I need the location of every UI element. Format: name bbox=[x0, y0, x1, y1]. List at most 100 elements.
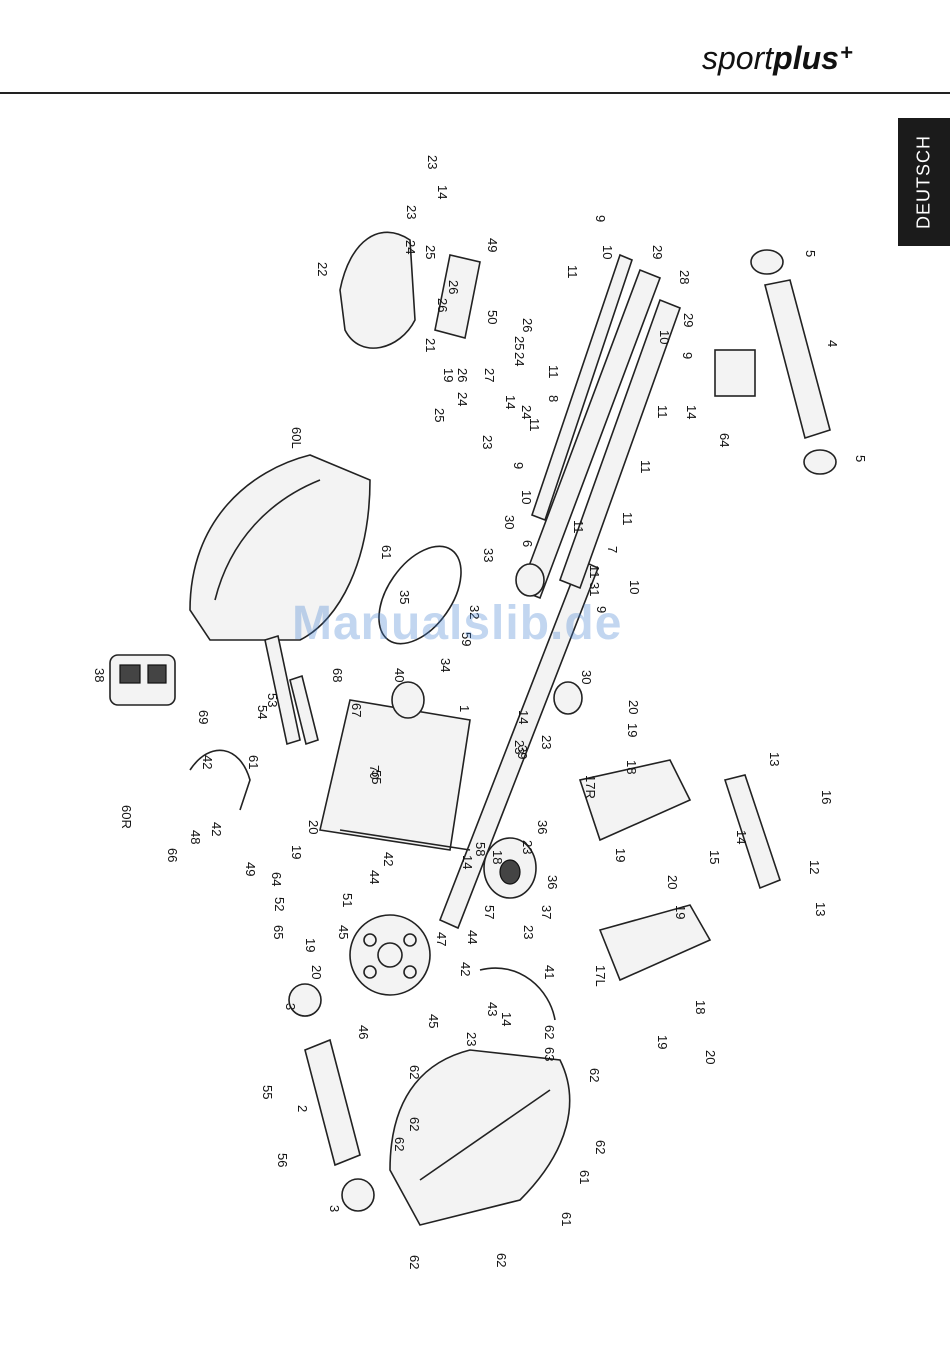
callout-8: 8 bbox=[546, 395, 561, 402]
callout-18: 18 bbox=[693, 1000, 708, 1014]
end-cap-upper bbox=[288, 983, 322, 1017]
callout-62: 62 bbox=[407, 1065, 422, 1079]
callout-19: 19 bbox=[289, 845, 304, 859]
callout-14: 14 bbox=[435, 185, 450, 199]
roller-lower bbox=[553, 681, 583, 715]
callout-59: 59 bbox=[459, 632, 474, 646]
callout-27: 27 bbox=[482, 368, 497, 382]
callout-11: 11 bbox=[587, 565, 602, 579]
callout-36: 36 bbox=[545, 875, 560, 889]
callout-10: 10 bbox=[627, 580, 642, 594]
callout-25: 25 bbox=[512, 336, 527, 350]
callout-62: 62 bbox=[407, 1255, 422, 1269]
callout-42: 42 bbox=[209, 822, 224, 836]
callout-44: 44 bbox=[367, 870, 382, 884]
sportplus-logo: sportplus+ bbox=[702, 40, 853, 77]
header-rule bbox=[0, 92, 950, 94]
callout-19: 19 bbox=[613, 848, 628, 862]
callout-labels: 1233455678999910101010111111111111111112… bbox=[92, 155, 868, 1269]
callout-66: 66 bbox=[165, 848, 180, 862]
callout-50: 50 bbox=[485, 310, 500, 324]
callout-10: 10 bbox=[657, 330, 672, 344]
callout-11: 11 bbox=[655, 405, 670, 419]
callout-69: 69 bbox=[196, 710, 211, 724]
callout-62: 62 bbox=[587, 1068, 602, 1082]
callout-42: 42 bbox=[381, 852, 396, 866]
callout-9: 9 bbox=[511, 462, 526, 469]
callout-24: 24 bbox=[512, 352, 527, 366]
callout-3: 3 bbox=[283, 1003, 298, 1010]
callout-2: 2 bbox=[295, 1105, 310, 1112]
callout-36: 36 bbox=[535, 820, 550, 834]
side-cover-right bbox=[189, 454, 371, 641]
callout-61: 61 bbox=[577, 1170, 592, 1184]
callout-62: 62 bbox=[494, 1253, 509, 1267]
seat-bracket bbox=[434, 254, 481, 339]
callout-33: 33 bbox=[481, 548, 496, 562]
callout-62: 62 bbox=[593, 1140, 608, 1154]
callout-23: 23 bbox=[425, 155, 440, 169]
callout-24: 24 bbox=[403, 240, 418, 254]
callout-11: 11 bbox=[565, 265, 580, 279]
callout-61: 61 bbox=[379, 545, 394, 559]
front-stabilizer bbox=[714, 249, 837, 475]
brand-plus-mark: + bbox=[839, 40, 853, 65]
callout-26: 26 bbox=[435, 298, 450, 312]
callout-23: 23 bbox=[512, 740, 527, 754]
callout-6: 6 bbox=[520, 540, 535, 547]
rear-axle bbox=[723, 774, 781, 890]
callout-23: 23 bbox=[539, 735, 554, 749]
drive-pulley bbox=[483, 837, 537, 899]
exploded-parts-diagram: 1233455678999910101010111111111111111112… bbox=[92, 155, 868, 1269]
callout-37: 37 bbox=[539, 905, 554, 919]
callout-9: 9 bbox=[594, 606, 609, 613]
callout-40: 40 bbox=[392, 668, 407, 682]
callout-48: 48 bbox=[188, 830, 203, 844]
callout-11: 11 bbox=[546, 365, 561, 379]
callout-41: 41 bbox=[542, 965, 557, 979]
callout-20: 20 bbox=[665, 875, 680, 889]
callout-46: 46 bbox=[356, 1025, 371, 1039]
callout-11: 11 bbox=[571, 520, 586, 534]
callout-11: 11 bbox=[620, 512, 635, 526]
callout-45: 45 bbox=[336, 925, 351, 939]
callout-25: 25 bbox=[432, 408, 447, 422]
callout-44: 44 bbox=[465, 930, 480, 944]
callout-35: 35 bbox=[397, 590, 412, 604]
callout-28: 28 bbox=[677, 270, 692, 284]
callout-31: 31 bbox=[587, 582, 602, 596]
callout-47: 47 bbox=[434, 932, 449, 946]
callout-17r: 17R bbox=[583, 775, 598, 799]
callout-10: 10 bbox=[600, 245, 615, 259]
tension-knob bbox=[391, 681, 425, 719]
callout-23: 23 bbox=[404, 205, 419, 219]
side-cover-left bbox=[389, 1049, 571, 1226]
callout-29: 29 bbox=[681, 313, 696, 327]
callout-23: 23 bbox=[464, 1032, 479, 1046]
callout-32: 32 bbox=[467, 605, 482, 619]
callout-14: 14 bbox=[503, 395, 518, 409]
callout-13: 13 bbox=[813, 902, 828, 916]
callout-14: 14 bbox=[684, 405, 699, 419]
callout-18: 18 bbox=[624, 760, 639, 774]
callout-29: 29 bbox=[650, 245, 665, 259]
sleeve-tube bbox=[289, 674, 319, 746]
callout-55: 55 bbox=[369, 770, 384, 784]
callout-20: 20 bbox=[703, 1050, 718, 1064]
brand-text-bold: plus bbox=[773, 40, 839, 76]
callout-14: 14 bbox=[734, 830, 749, 844]
callout-30: 30 bbox=[579, 670, 594, 684]
pedal-left bbox=[598, 904, 712, 982]
handlebar bbox=[189, 749, 251, 811]
watermark: Manualslib.de bbox=[292, 597, 623, 650]
callout-14: 14 bbox=[499, 1012, 514, 1026]
callout-15: 15 bbox=[707, 850, 722, 864]
callout-61: 61 bbox=[246, 755, 261, 769]
callout-62: 62 bbox=[542, 1025, 557, 1039]
drive-belt bbox=[378, 545, 462, 645]
callout-20: 20 bbox=[306, 820, 321, 834]
callout-1: 1 bbox=[457, 705, 472, 712]
callout-23: 23 bbox=[520, 840, 535, 854]
callout-43: 43 bbox=[485, 1002, 500, 1016]
language-tab: DEUTSCH bbox=[898, 118, 950, 246]
